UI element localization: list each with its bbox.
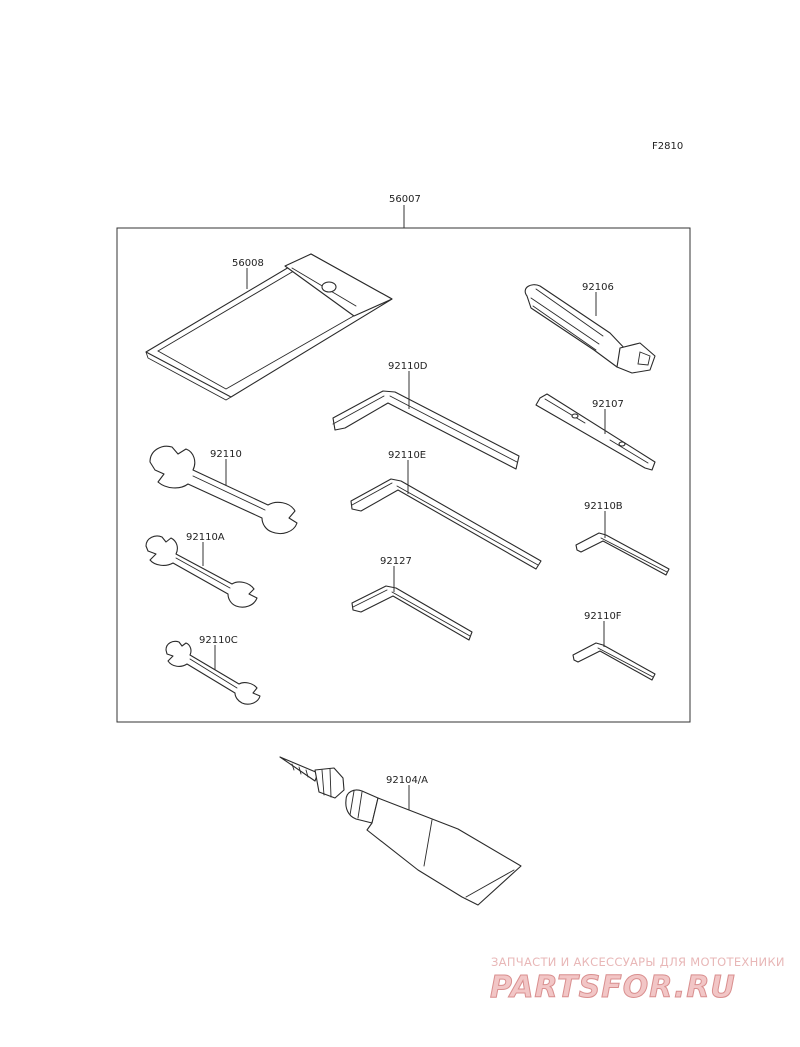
watermark-tagline: ЗАПЧАСТИ И АКСЕССУАРЫ ДЛЯ МОТОТЕХНИКИ (491, 955, 785, 969)
assembly-label: 56007 (389, 194, 421, 205)
tool-kit-frame (116, 227, 691, 723)
label-56008: 56008 (232, 258, 264, 269)
spanner-92110 (149, 445, 298, 535)
label-92110d: 92110D (388, 361, 428, 372)
label-92107: 92107 (592, 399, 624, 410)
label-92127: 92127 (380, 556, 412, 567)
label-92110f: 92110F (584, 611, 622, 622)
hex-wrench-92110b (575, 532, 670, 576)
label-92110e: 92110E (388, 450, 426, 461)
spanner-92110a (145, 535, 258, 608)
screwdriver-handle (524, 284, 656, 374)
figure-code: F2810 (652, 141, 683, 152)
label-92106: 92106 (582, 282, 614, 293)
hex-wrench-92110f (572, 642, 656, 681)
label-92110b: 92110B (584, 501, 623, 512)
label-92104a: 92104/A (386, 775, 428, 786)
hex-wrench-92127 (351, 585, 473, 641)
spanner-92110c (165, 640, 261, 705)
tool-pouch (145, 253, 393, 401)
valve-core-tool (279, 756, 345, 799)
screwdriver-bit (535, 393, 656, 471)
watermark-brand: PARTSFOR.RU (490, 970, 736, 1005)
label-92110c: 92110C (199, 635, 238, 646)
grease-tube (345, 789, 522, 906)
label-92110a: 92110A (186, 532, 225, 543)
label-92110: 92110 (210, 449, 242, 460)
hex-wrench-92110d (332, 390, 520, 470)
hex-wrench-92110e (350, 478, 542, 570)
